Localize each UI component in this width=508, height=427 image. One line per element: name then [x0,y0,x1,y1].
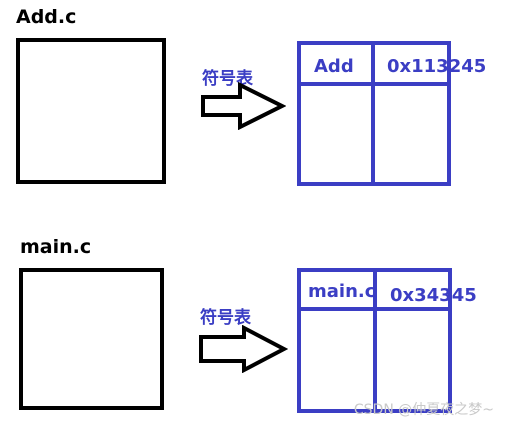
symbol-address-main: 0x34345 [390,285,477,306]
watermark: CSDN @仲夏夜之梦~ [353,402,494,418]
file-label-add: Add.c [16,6,77,28]
right-arrow-icon-bottom [199,325,288,373]
file-box-add [16,38,166,184]
file-box-main [19,268,164,410]
symbol-name-main: main.c [308,281,376,302]
file-label-main: main.c [20,236,92,258]
symbol-table-add [297,41,451,186]
symbol-name-add: Add [314,56,354,77]
arrow-caption-bottom: 符号表 [200,308,251,328]
symbol-table-main [297,268,452,413]
right-arrow-icon-top [201,82,286,130]
symbol-address-add: 0x113245 [387,56,487,77]
